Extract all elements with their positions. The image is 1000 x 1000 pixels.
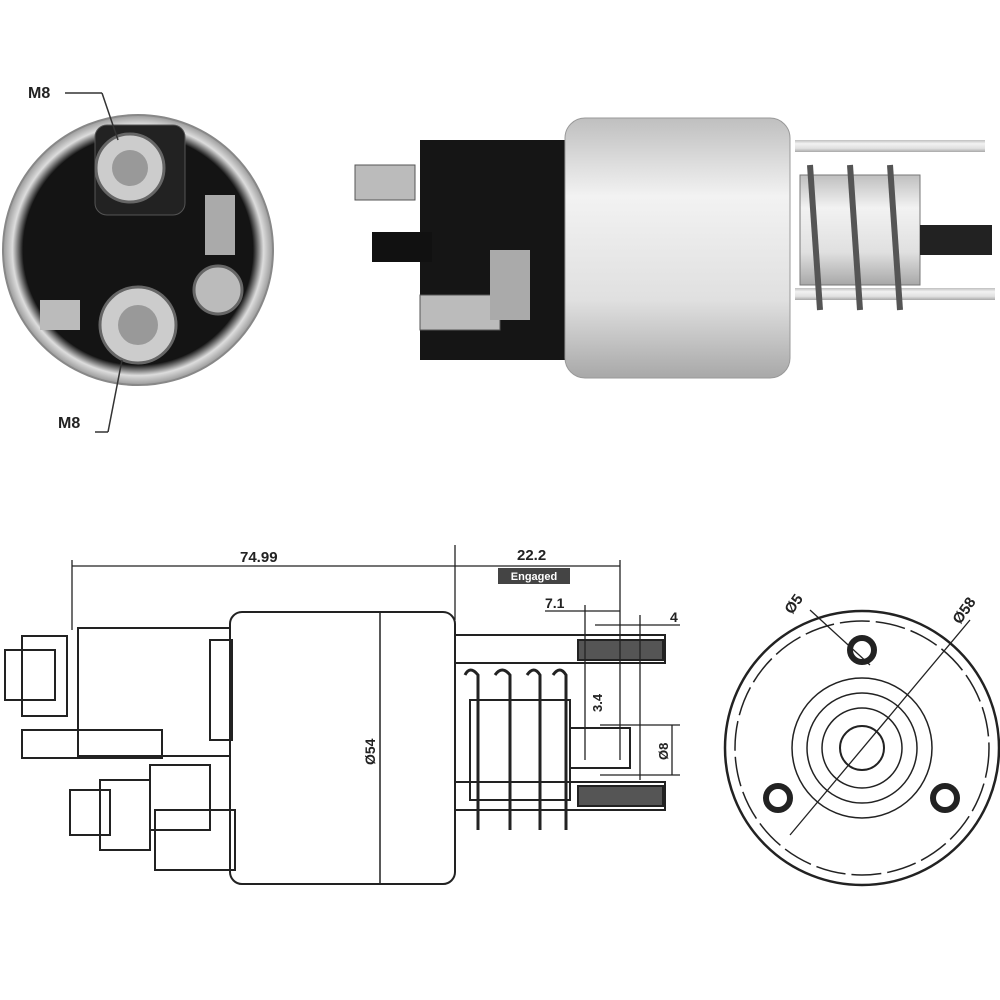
dim-4: 4 — [670, 609, 678, 625]
bolt-circle-dim: Ø58 — [949, 594, 979, 627]
dim-7-1: 7.1 — [545, 595, 565, 611]
stroke-note: Engaged — [511, 571, 557, 583]
terminal-bottom-label: M8 — [58, 415, 80, 432]
end-view-photo — [2, 92, 274, 433]
stroke-note-box — [498, 568, 570, 584]
dim-small-diameter: Ø8 — [656, 743, 671, 760]
body-diameter-dim: Ø54 — [362, 738, 378, 765]
stroke-length-dim: 22.2 — [517, 547, 546, 564]
side-drawing — [4, 545, 680, 885]
hole-diameter-dim: Ø5 — [781, 591, 806, 617]
overall-length-dim: 74.99 — [240, 549, 278, 566]
side-view-photo — [354, 117, 995, 379]
dim-3-4: 3.4 — [590, 693, 605, 712]
terminal-top-label: M8 — [28, 85, 50, 102]
front-view-drawing — [723, 609, 1000, 887]
